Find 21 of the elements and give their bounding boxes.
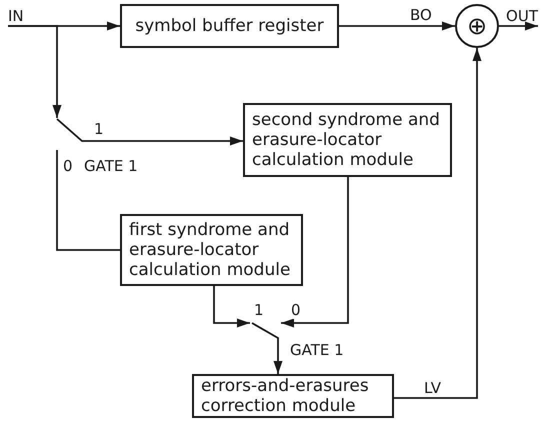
process-box: first syndrome and erasure-locator calculation module xyxy=(120,214,303,286)
process-box: symbol buffer register xyxy=(120,4,339,48)
arrow xyxy=(213,286,250,328)
process-box: second syndrome and erasure-locator calculation module xyxy=(243,103,452,177)
arrow xyxy=(274,340,282,374)
switch-label: GATE 1 xyxy=(290,341,344,360)
switch-symbol xyxy=(54,118,86,156)
switch-label: GATE 1 xyxy=(84,157,138,176)
input-label: IN xyxy=(8,7,24,26)
output-label: OUT xyxy=(506,7,538,26)
adder-circle: ⊕ xyxy=(455,4,499,48)
arrow xyxy=(394,48,482,399)
arrow xyxy=(281,177,349,328)
arrow xyxy=(499,22,538,30)
edge-label: 0 xyxy=(290,301,302,319)
arrow xyxy=(339,22,455,30)
process-box: errors-and-erasures correction module xyxy=(192,374,394,418)
arrow xyxy=(8,25,62,118)
switch-symbol xyxy=(250,320,281,340)
arrow xyxy=(86,136,243,146)
connector-line xyxy=(56,156,120,251)
